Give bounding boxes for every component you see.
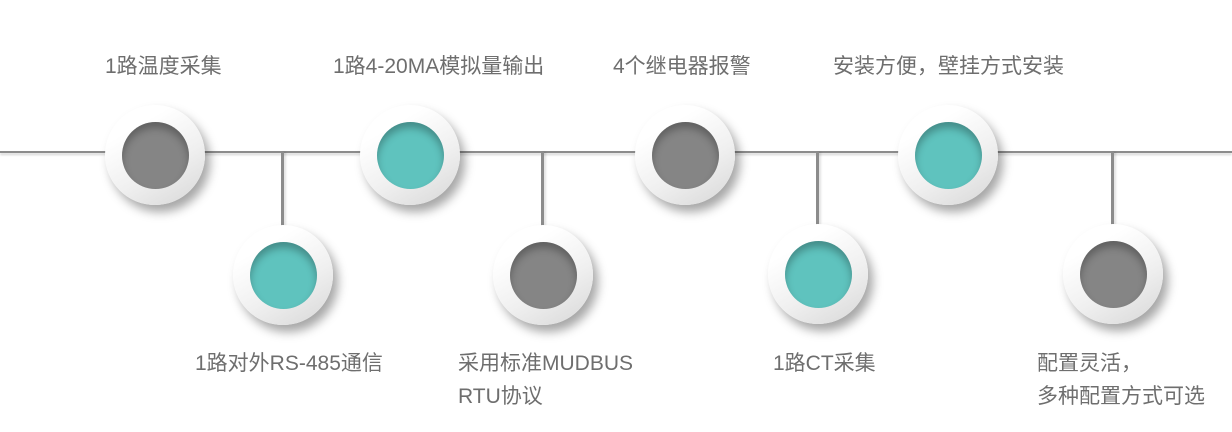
node-circle-rs485 (233, 225, 333, 325)
teal-dot-icon (784, 240, 852, 308)
node-label-relay-alarm: 4个继电器报警 (613, 55, 751, 78)
connector-line (1111, 152, 1114, 276)
node-circle-ct (768, 224, 868, 324)
connector-line (541, 152, 544, 276)
gray-dot-icon (121, 121, 189, 189)
node-label-wall-mount: 安装方便，壁挂方式安装 (833, 55, 1064, 78)
node-circle-config (1063, 224, 1163, 324)
teal-dot-icon (249, 241, 317, 309)
timeline-line (0, 151, 1232, 153)
node-circle-temperature (105, 105, 205, 205)
node-circle-relay-alarm (635, 105, 735, 205)
node-label-config: 配置灵活， 多种配置方式可选 (1037, 352, 1205, 408)
node-circle-analog-output (360, 105, 460, 205)
gray-dot-icon (1079, 240, 1147, 308)
node-circle-wall-mount (898, 105, 998, 205)
connector-line (281, 152, 284, 276)
teal-dot-icon (914, 121, 982, 189)
node-label-ct: 1路CT采集 (773, 352, 876, 375)
node-label-modbus: 采用标准MUDBUS RTU协议 (458, 352, 634, 408)
connector-line (816, 152, 819, 276)
node-label-analog-output: 1路4-20MA模拟量输出 (333, 55, 545, 78)
node-label-temperature: 1路温度采集 (105, 55, 222, 78)
node-circle-modbus (493, 225, 593, 325)
node-label-rs485: 1路对外RS-485通信 (195, 352, 383, 375)
gray-dot-icon (509, 241, 577, 309)
gray-dot-icon (651, 121, 719, 189)
teal-dot-icon (376, 121, 444, 189)
